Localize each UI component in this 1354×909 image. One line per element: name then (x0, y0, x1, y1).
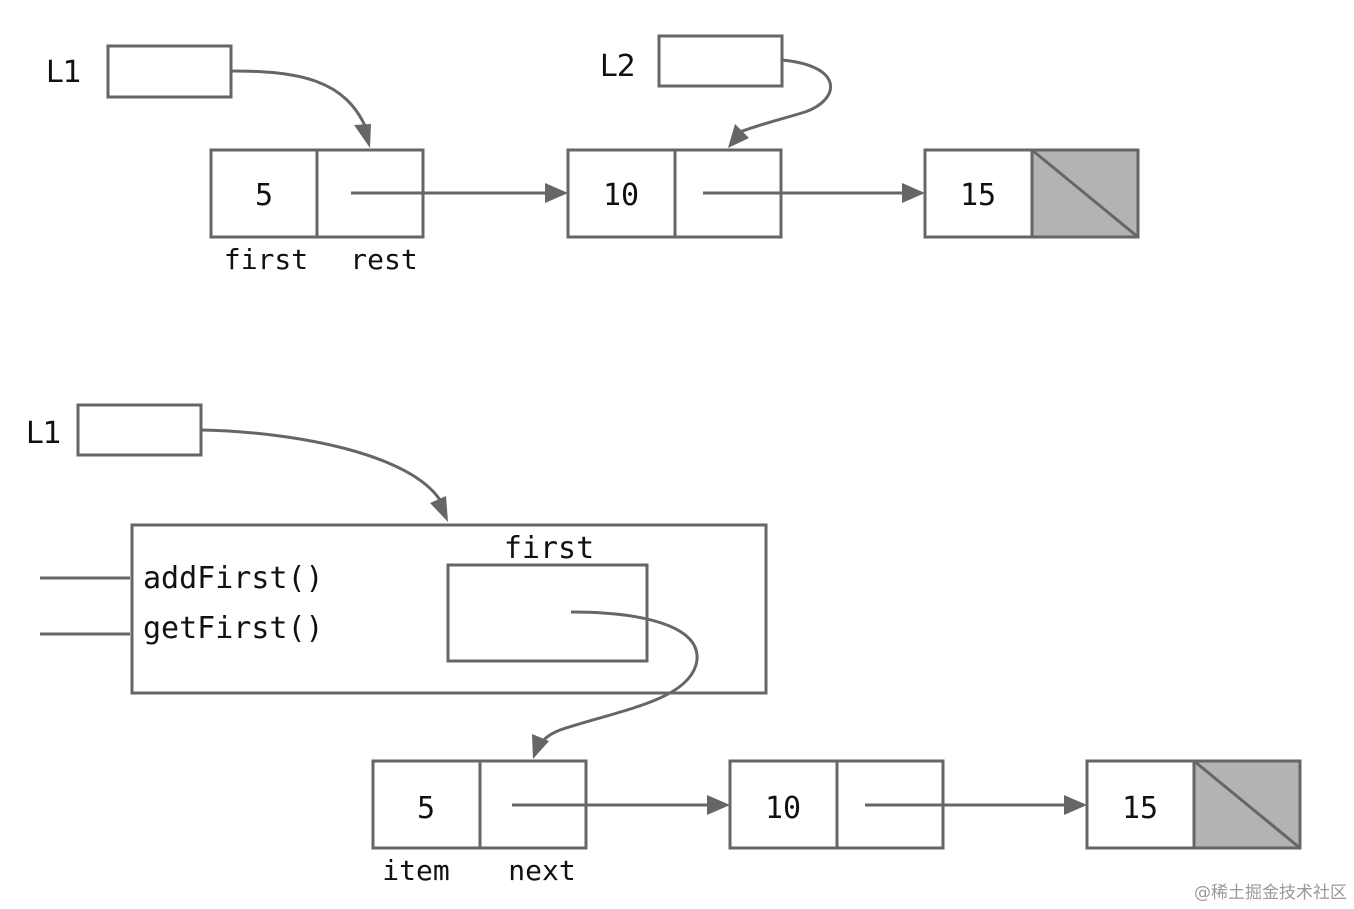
arrowhead (545, 183, 568, 203)
pointer-box-l2 (657, 34, 784, 88)
pointer-label-l2: L2 (600, 49, 636, 84)
method-add-first: addFirst() (143, 561, 324, 596)
node-value: 5 (255, 178, 273, 213)
diagram-sllist: L1 addFirst() getFirst() first 5 10 15 i… (26, 403, 1302, 887)
arrowhead (902, 183, 925, 203)
arrowhead (707, 795, 730, 815)
field-label-rest: rest (350, 243, 417, 276)
watermark-text: @稀土掘金技术社区 (1194, 883, 1347, 903)
arrow-l2-to-node2 (739, 58, 832, 134)
node-value: 15 (1122, 791, 1158, 826)
node-value: 10 (603, 178, 639, 213)
node-value: 5 (417, 791, 435, 826)
arrowhead (1064, 795, 1087, 815)
arrow-l1-to-sllist (200, 428, 442, 501)
arrowhead (532, 734, 549, 759)
list-node: 10 (728, 759, 945, 850)
list-node: 10 (566, 148, 783, 239)
arrowhead (430, 496, 448, 522)
pointer-label-l1: L1 (26, 416, 62, 451)
node-value-cell (1085, 759, 1196, 850)
node-value: 15 (960, 178, 996, 213)
node-value-cell (371, 759, 482, 850)
field-label-first: first (224, 243, 308, 276)
list-node: 15 (923, 148, 1140, 239)
node-value: 10 (765, 791, 801, 826)
arrow-l1-to-node (230, 69, 368, 129)
node-value-cell (728, 759, 839, 850)
list-node: 15 (1085, 759, 1302, 850)
pointer-box-l1 (76, 403, 203, 457)
pointer-box-l1 (106, 44, 233, 99)
null-slash (1193, 759, 1301, 850)
node-value-cell (923, 148, 1034, 239)
null-slash (1031, 148, 1139, 239)
arrowhead (354, 124, 371, 148)
list-node: 5 (209, 148, 425, 239)
arrow-first-to-node1 (540, 610, 699, 743)
diagram-intlist: L1 L2 5 10 15 first rest (46, 34, 1140, 276)
field-label-item: item (382, 854, 449, 887)
field-label-next: next (508, 854, 575, 887)
pointer-label-l1: L1 (46, 55, 82, 90)
arrowhead (728, 124, 749, 148)
field-label-first: first (504, 531, 594, 566)
node-value-cell (209, 148, 319, 239)
method-get-first: getFirst() (143, 611, 324, 646)
